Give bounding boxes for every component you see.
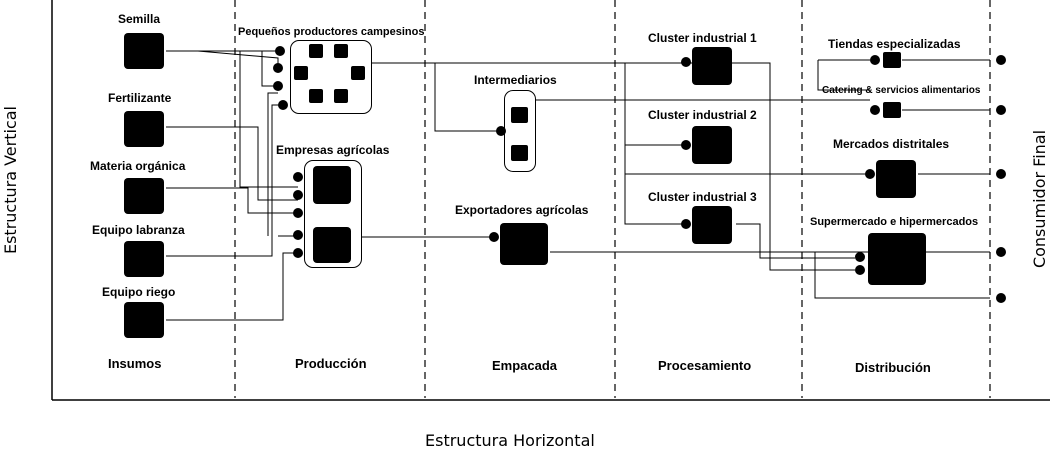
- connector-dot: [273, 63, 283, 73]
- specialty-stores-label: Tiendas especializadas: [828, 37, 961, 51]
- exporters-node: [500, 223, 548, 265]
- input-label-fertilizante: Fertilizante: [108, 91, 172, 105]
- stage-label-empacada: Empacada: [492, 358, 558, 373]
- stage-label-procesamiento: Procesamiento: [658, 358, 752, 373]
- cluster-2-node: [692, 126, 732, 164]
- input-node-materia-organica: [124, 178, 164, 214]
- intermediaries-group: [504, 90, 536, 172]
- district-markets-label: Mercados distritales: [833, 137, 950, 151]
- connector-dot: [489, 232, 499, 242]
- input-node-fertilizante: [124, 111, 164, 147]
- cluster-2-label: Cluster industrial 2: [648, 108, 757, 122]
- producer-node: [351, 66, 365, 80]
- consumer-endpoint-dot: [996, 169, 1006, 179]
- producer-node: [334, 89, 348, 103]
- agri-companies-group: [304, 160, 362, 268]
- vertical-axis-label: Estructura Vertical: [1, 106, 20, 255]
- intermediaries-label: Intermediarios: [474, 73, 557, 87]
- connector-dot: [681, 219, 691, 229]
- input-node-equipo-riego: [124, 302, 164, 338]
- stage-label-distribucion: Distribución: [855, 360, 931, 375]
- catering-label: Catering & servicios alimentarios: [822, 85, 981, 96]
- connector-dot: [293, 190, 303, 200]
- catering-node: [883, 102, 901, 118]
- connector-dot: [681, 140, 691, 150]
- connector-dot: [865, 169, 875, 179]
- connector-dot: [681, 57, 691, 67]
- connector-dot: [870, 55, 880, 65]
- cluster-3-node: [692, 206, 732, 244]
- small-producers-label: Pequeños productores campesinos: [238, 26, 425, 38]
- cluster-1-node: [692, 47, 732, 85]
- agri-company-node: [313, 227, 351, 263]
- input-label-materia-organica: Materia orgánica: [90, 159, 186, 173]
- connector-dot: [496, 126, 506, 136]
- consumer-endpoint-dot: [996, 247, 1006, 257]
- horizontal-axis-label: Estructura Horizontal: [425, 431, 595, 450]
- supermarkets-node: [868, 233, 926, 285]
- final-consumer-label: Consumidor Final: [1030, 129, 1049, 269]
- connector-dot: [855, 265, 865, 275]
- intermediary-node: [511, 107, 528, 123]
- input-label-semilla: Semilla: [118, 12, 161, 26]
- input-node-equipo-labranza: [124, 241, 164, 277]
- connector-dot: [293, 248, 303, 258]
- input-node-semilla: [124, 33, 164, 69]
- input-label-equipo-riego: Equipo riego: [102, 285, 176, 299]
- stage-separators: [234, 0, 991, 398]
- connector-dot: [855, 252, 865, 262]
- connector-dot: [870, 105, 880, 115]
- consumer-endpoint-dot: [996, 105, 1006, 115]
- district-markets-node: [876, 160, 916, 198]
- connector-dot: [275, 46, 285, 56]
- cluster-1-label: Cluster industrial 1: [648, 31, 757, 45]
- stage-label-produccion: Producción: [295, 356, 367, 371]
- connector-dot: [293, 172, 303, 182]
- exporters-label: Exportadores agrícolas: [455, 203, 589, 217]
- agri-companies-label: Empresas agrícolas: [276, 143, 390, 157]
- producer-node: [309, 44, 323, 58]
- intermediary-node: [511, 145, 528, 161]
- stage-label-insumos: Insumos: [108, 356, 162, 371]
- connector-dot: [293, 230, 303, 240]
- small-producers-group: [290, 40, 372, 114]
- agri-company-node: [313, 166, 351, 204]
- cluster-3-label: Cluster industrial 3: [648, 190, 757, 204]
- specialty-stores-node: [883, 52, 901, 68]
- producer-node: [294, 66, 308, 80]
- connector-dot: [273, 81, 283, 91]
- supermarkets-label: Supermercado e hipermercados: [810, 216, 979, 228]
- producer-node: [334, 44, 348, 58]
- input-label-equipo-labranza: Equipo labranza: [92, 223, 185, 237]
- producer-node: [309, 89, 323, 103]
- connector-dot: [278, 100, 288, 110]
- consumer-endpoint-dot: [996, 55, 1006, 65]
- consumer-endpoint-dot: [996, 293, 1006, 303]
- connector-dot: [293, 208, 303, 218]
